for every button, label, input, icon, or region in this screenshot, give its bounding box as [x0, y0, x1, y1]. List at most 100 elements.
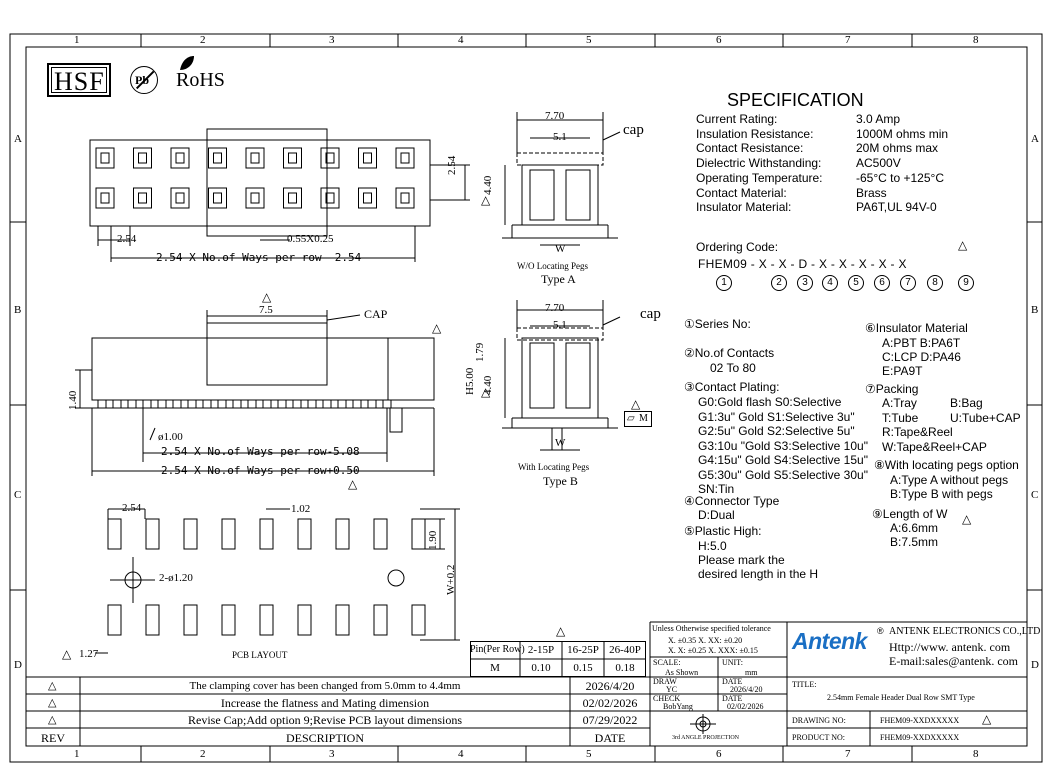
- col-label: 8: [973, 748, 979, 760]
- solder-tail: [97, 399, 107, 409]
- contact-hole: [400, 192, 410, 204]
- unit-label: UNIT:: [722, 658, 743, 667]
- rev-date: 07/29/2022: [582, 713, 638, 727]
- contact-hole: [288, 152, 297, 164]
- company-http: Http://www. antenk. com: [889, 640, 1011, 654]
- contact-hole: [138, 152, 147, 164]
- pcb-pad: [373, 604, 388, 636]
- solder-tail: [262, 399, 272, 409]
- row-label: B: [14, 304, 22, 316]
- solder-tail: [307, 399, 317, 409]
- row-label: C: [1031, 489, 1039, 501]
- draw-date: 2026/4/20: [730, 685, 763, 694]
- legend-series: ①Series No:: [684, 317, 751, 331]
- rohs-logo: RoHS: [176, 69, 225, 91]
- dim-top-pin: 0.55X0.25: [287, 233, 334, 245]
- legend-insulator-1: A:PBT B:PA6T: [882, 336, 961, 350]
- flatness-symbol: ▱M: [624, 411, 652, 427]
- contact-hole: [213, 152, 222, 164]
- contact-cell: [170, 147, 190, 169]
- type-b-label: With Locating Pegs: [518, 462, 590, 472]
- col-label: 7: [845, 34, 851, 46]
- flatness-table: Pin(Per Row) 2-15P 16-25P 26-40P M 0.10 …: [470, 641, 646, 677]
- order-number-icon: 1: [716, 275, 732, 291]
- pcb-pad: [259, 604, 274, 636]
- tolerance-3: X. X: ±0.25 X. XXX: ±0.15: [668, 646, 758, 655]
- flat-cell: 0.10: [531, 662, 551, 674]
- spec-label: Operating Temperature:: [696, 170, 823, 185]
- rev-triangle-icon: △: [348, 477, 358, 491]
- legend-insulator-2: C:LCP D:PA46: [882, 350, 961, 364]
- spec-value: PA6T,UL 94V-0: [856, 200, 937, 215]
- rev-triangle-icon: △: [631, 397, 641, 411]
- order-number-icon: 4: [822, 275, 838, 291]
- legend-connector: ④Connector Type: [684, 494, 780, 508]
- contact-cell: [170, 187, 190, 209]
- date-label: DATE: [722, 694, 743, 703]
- contact-cell: [395, 147, 415, 169]
- legend-insulator: ⑥Insulator Material: [865, 321, 968, 335]
- num-icon: ②: [684, 346, 695, 360]
- num-icon: ⑤: [684, 524, 695, 538]
- tolerance-2: X. ±0.35 X. XX: ±0.20: [668, 636, 743, 645]
- pcb-pad: [183, 518, 198, 550]
- dim-type-a-w-label: W: [555, 243, 566, 255]
- type-b-title: Type B: [543, 474, 578, 488]
- spec-label: Contact Resistance:: [696, 141, 804, 156]
- legend-contacts-range: 02 To 80: [710, 361, 756, 375]
- solder-tail: [187, 399, 197, 409]
- legend-connector-val: D:Dual: [698, 508, 735, 522]
- pcb-pad: [145, 604, 160, 636]
- contact-hole: [400, 152, 410, 164]
- legend-packing: ⑦Packing: [865, 382, 919, 396]
- col-label: 8: [973, 34, 979, 46]
- legend-pegs-a: A:Type A without pegs: [890, 473, 1009, 487]
- rev-date: 2026/4/20: [585, 679, 635, 693]
- solder-tail: [247, 399, 257, 409]
- pcb-pad: [373, 518, 388, 550]
- legend-length: ⑨Length of W: [872, 507, 948, 521]
- order-number-icon: 7: [900, 275, 916, 291]
- type-views-drawing: [502, 112, 621, 451]
- rev-triangle-icon: △: [432, 321, 442, 335]
- contact-cell: [358, 147, 377, 169]
- contact-hole: [363, 192, 372, 204]
- plating-item: SN:Tin: [698, 482, 735, 496]
- order-number-icon: 3: [797, 275, 813, 291]
- col-label: 4: [458, 748, 464, 760]
- rev-header: DATE: [594, 731, 626, 745]
- solder-tail: [142, 399, 152, 409]
- rev-desc: The clamping cover has been changed from…: [189, 680, 461, 692]
- contact-hole: [175, 192, 185, 204]
- contact-cell: [358, 187, 377, 209]
- num-icon: ⑧: [874, 458, 885, 472]
- dim-pcb-hole: 2-ø1.20: [159, 572, 193, 584]
- legend-plastic-val: H:5.0: [698, 539, 727, 553]
- drawing-no-label: DRAWING NO:: [792, 716, 846, 725]
- antenk-logo: Antenk: [792, 628, 867, 654]
- projection-label: 3rd ANGLE PROJECTION: [672, 735, 739, 741]
- legend-packing-b: B:Bag: [950, 396, 983, 410]
- rev-triangle-icon: △: [481, 193, 491, 207]
- row-label: B: [1031, 304, 1039, 316]
- solder-tail: [127, 399, 137, 409]
- order-number-icon: 8: [927, 275, 943, 291]
- company-email: E-mail:sales@antenk. com: [889, 654, 1019, 668]
- contact-cell: [95, 187, 115, 209]
- col-label: 6: [716, 748, 722, 760]
- dim-top-total: 2.54 X No.of Ways per row -2.54: [156, 251, 362, 264]
- col-label: 7: [845, 748, 851, 760]
- flat-cell: 0.15: [573, 662, 593, 674]
- order-number-icon: 6: [874, 275, 890, 291]
- spec-label: Contact Material:: [696, 185, 787, 200]
- rev-triangle-icon: △: [481, 385, 491, 399]
- pcb-pad: [183, 604, 198, 636]
- plating-item: G2:5u" Gold S2:Selective 5u": [698, 424, 855, 438]
- legend-pegs-b: B:Type B with pegs: [890, 487, 993, 501]
- plating-item: G1:3u" Gold S1:Selective 3u": [698, 409, 855, 424]
- dim-type-b-w: 7.70: [545, 302, 565, 314]
- flat-cell: M: [490, 662, 500, 674]
- company-name: ANTENK ELECTRONICS CO.,LTD: [889, 626, 1041, 637]
- contact-cell: [133, 147, 152, 169]
